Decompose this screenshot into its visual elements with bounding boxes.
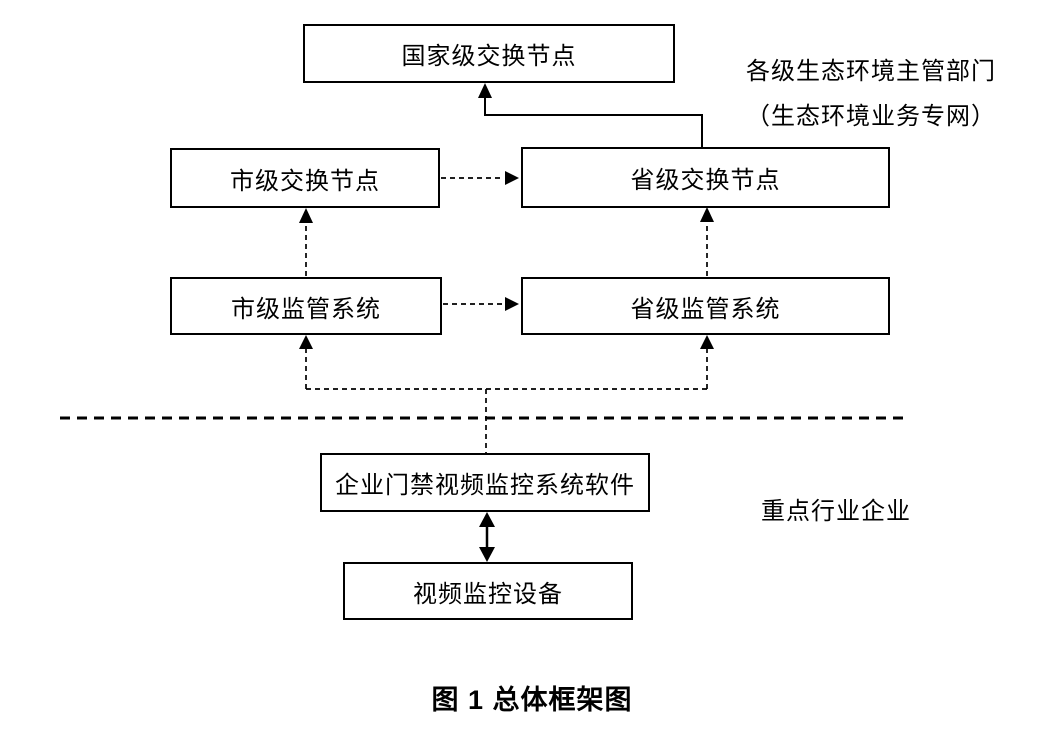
- arrow-city-supervision-to-city-exchange: [299, 208, 313, 276]
- node-city-supervision: 市级监管系统: [170, 277, 442, 335]
- node-city-exchange-label: 市级交换节点: [230, 168, 380, 195]
- arrow-city-supervision-to-province-supervision: [443, 297, 519, 311]
- arrow-software-video-device-bidirectional: [479, 512, 495, 562]
- annotation-government-network: 各级生态环境主管部门 （生态环境业务专网）: [745, 50, 997, 140]
- node-province-supervision: 省级监管系统: [521, 277, 890, 335]
- node-national-exchange-label: 国家级交换节点: [401, 44, 577, 70]
- figure-caption: 图 1 总体框架图: [431, 685, 633, 715]
- node-enterprise-access-software: 企业门禁视频监控系统软件: [320, 453, 650, 512]
- node-city-exchange: 市级交换节点: [170, 148, 440, 208]
- node-province-exchange: 省级交换节点: [521, 147, 890, 208]
- node-province-supervision-label: 省级监管系统: [630, 296, 781, 323]
- arrow-province-supervision-to-province-exchange: [700, 207, 714, 276]
- annotation-enterprise-zone: 重点行业企业: [761, 499, 911, 525]
- node-national-exchange: 国家级交换节点: [303, 24, 675, 83]
- arrow-enterprise-to-supervision-systems: [299, 335, 714, 453]
- node-province-exchange-label: 省级交换节点: [630, 168, 781, 194]
- arrow-city-exchange-to-province-exchange: [441, 171, 519, 185]
- node-enterprise-access-software-label: 企业门禁视频监控系统软件: [335, 473, 635, 499]
- node-video-device: 视频监控设备: [343, 562, 633, 620]
- annotation-government-network-line1: 各级生态环境主管部门: [746, 59, 996, 85]
- arrow-province-exchange-to-national: [478, 83, 703, 147]
- node-video-device-label: 视频监控设备: [413, 581, 563, 608]
- annotation-government-network-line2: （生态环境业务专网）: [746, 104, 996, 130]
- node-city-supervision-label: 市级监管系统: [231, 296, 381, 323]
